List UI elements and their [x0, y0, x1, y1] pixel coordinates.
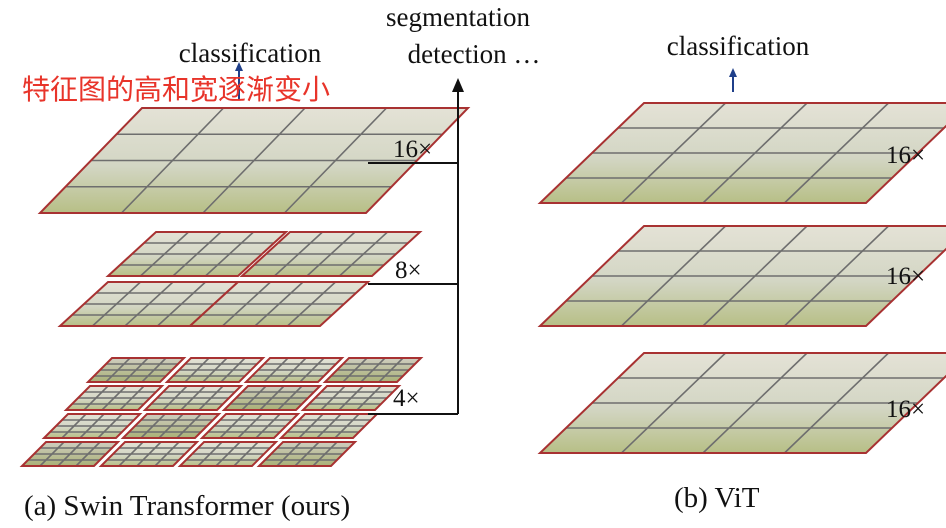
swin-classification-arrow — [235, 62, 243, 100]
vit-multiplier-middle: 16× — [886, 263, 925, 290]
vit-layer-top — [537, 102, 946, 204]
vit-classification-label: classification — [667, 31, 810, 61]
stage-connectors — [368, 90, 459, 415]
swin-caption: (a) Swin Transformer (ours) — [24, 490, 350, 522]
swin-window-4x-9 — [120, 413, 222, 439]
swin-window-4x-12 — [19, 441, 121, 467]
swin-window-4x-7 — [300, 385, 402, 411]
vit-layer-middle — [537, 225, 946, 327]
patch-layers — [19, 102, 946, 467]
swin-window-4x-15 — [256, 441, 358, 467]
vit-multiplier-top: 16× — [886, 142, 925, 169]
swin-multiplier-8x: 8× — [395, 257, 422, 284]
detection-label: detection … — [408, 39, 541, 69]
swin-window-4x-4 — [63, 385, 165, 411]
segmentation-label: segmentation — [386, 2, 530, 32]
swin-window-4x-1 — [164, 357, 266, 383]
swin-window-8x-2 — [57, 281, 241, 327]
swin-window-8x-1 — [239, 231, 423, 277]
vit-multiplier-bottom: 16× — [886, 396, 925, 423]
swin-window-8x-0 — [105, 231, 289, 277]
vit-layer-bottom — [537, 352, 946, 454]
swin-window-4x-5 — [142, 385, 244, 411]
swin-window-4x-6 — [221, 385, 323, 411]
dense-output-arrow-head — [452, 78, 464, 92]
vit-caption: (b) ViT — [674, 482, 760, 514]
swin-layer-16x — [37, 107, 471, 214]
feature-map-shrink-annotation: 特征图的高和宽逐渐变小 — [22, 73, 330, 106]
swin-multiplier-16x: 16× — [393, 136, 432, 163]
swin-window-4x-10 — [199, 413, 301, 439]
swin-classification-label: classification — [179, 38, 322, 68]
vit-classification-arrow — [729, 68, 737, 92]
swin-window-8x-3 — [187, 281, 371, 327]
swin-window-4x-0 — [85, 357, 187, 383]
swin-window-4x-2 — [243, 357, 345, 383]
swin-window-4x-14 — [177, 441, 279, 467]
swin-window-4x-3 — [322, 357, 424, 383]
swin-multiplier-4x: 4× — [393, 385, 420, 412]
swin-window-4x-13 — [98, 441, 200, 467]
swin-window-4x-8 — [41, 413, 143, 439]
swin-window-4x-11 — [278, 413, 380, 439]
